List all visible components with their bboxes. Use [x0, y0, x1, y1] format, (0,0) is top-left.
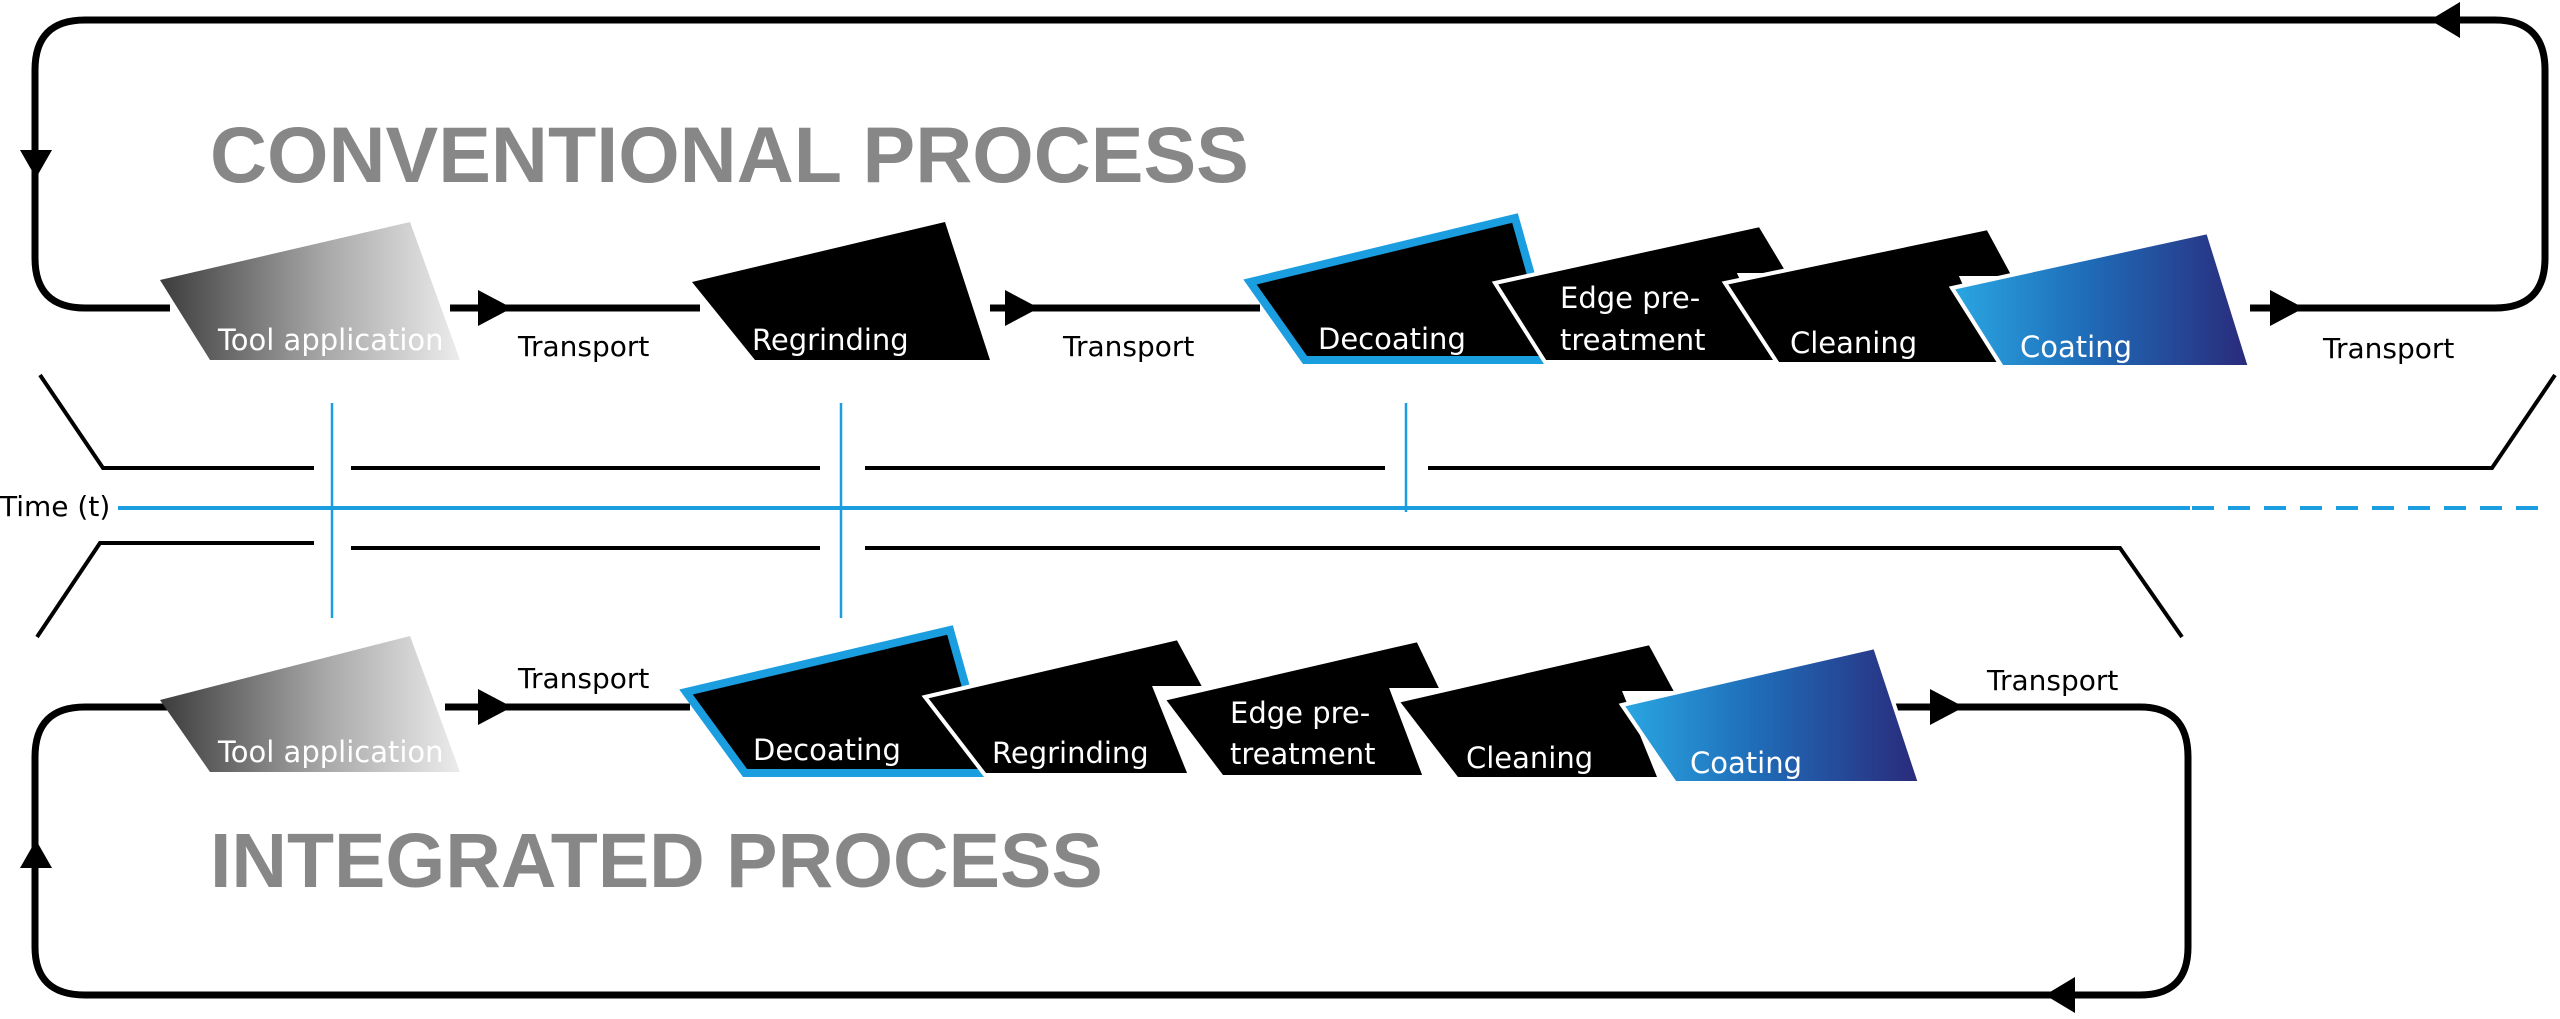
int-transport-label: Transport: [1986, 664, 2118, 697]
conv-tool-application-label: Tool application: [217, 323, 444, 357]
int-duration-bar: [35, 541, 314, 639]
conventional-process: CONVENTIONAL PROCESS Tool application Tr…: [20, 2, 2549, 369]
int-edge-pretreatment-shape: [1159, 637, 1446, 779]
conv-decoating-label: Decoating: [1318, 322, 1466, 356]
conv-transport-label: Transport: [1062, 330, 1194, 363]
loop-arrow-left-up-icon: [20, 840, 52, 868]
flow-arrow-right-icon: [1930, 689, 1964, 725]
int-regrinding-label: Regrinding: [992, 736, 1149, 770]
int-cleaning-shape: [1393, 640, 1681, 781]
conv-cleaning-label: Cleaning: [1790, 326, 1917, 360]
integrated-title: INTEGRATED PROCESS: [210, 818, 1103, 904]
int-coating-label: Coating: [1690, 746, 1802, 780]
time-axis-label: Time (t): [0, 490, 110, 523]
int-edge-pretreatment-label-1: Edge pre-: [1230, 696, 1370, 730]
flow-arrow-right-icon: [2270, 290, 2304, 326]
conv-transport-label: Transport: [517, 330, 649, 363]
loop-arrow-left-down-icon: [20, 150, 52, 178]
conv-transport-label: Transport: [2322, 332, 2454, 365]
conv-regrinding-label: Regrinding: [752, 323, 909, 357]
int-tool-application-label: Tool application: [217, 735, 444, 769]
conv-cleaning-shape: [1721, 225, 2019, 366]
loop-arrow-bottom-left-icon: [2045, 977, 2075, 1013]
conventional-loop-line: [31, 16, 2549, 312]
int-transport-label: Transport: [517, 662, 649, 695]
flow-arrow-right-icon: [478, 290, 512, 326]
conventional-title: CONVENTIONAL PROCESS: [210, 110, 1249, 199]
conv-regrinding-shape: [692, 222, 990, 360]
int-duration-bar: [865, 546, 2184, 639]
conv-edge-pretreatment-label-2: treatment: [1560, 323, 1705, 357]
conv-coating-shape: [1948, 229, 2253, 369]
conv-edge-pretreatment-label-1: Edge pre-: [1560, 281, 1700, 315]
conv-coating-label: Coating: [2020, 330, 2132, 364]
int-coating-shape: [1618, 644, 1923, 785]
flow-arrow-right-icon: [478, 689, 512, 725]
int-regrinding-shape: [921, 635, 1209, 777]
int-edge-pretreatment-label-2: treatment: [1230, 737, 1375, 771]
int-tool-application-shape: [160, 636, 460, 772]
loop-arrow-top-left-icon: [2430, 2, 2460, 38]
timeline: Time (t): [0, 373, 2557, 639]
conv-tool-application-shape: [160, 222, 460, 360]
flow-arrow-right-icon: [1005, 290, 1039, 326]
int-decoating-label: Decoating: [753, 733, 901, 767]
int-cleaning-label: Cleaning: [1466, 741, 1593, 775]
conv-duration-bar: [38, 373, 314, 470]
conv-edge-pretreatment-shape: [1491, 222, 1794, 364]
integrated-loop-line: [31, 703, 2192, 999]
conv-duration-bar: [1428, 373, 2557, 470]
integrated-process: INTEGRATED PROCESS Transport Tool applic…: [20, 625, 2192, 1013]
